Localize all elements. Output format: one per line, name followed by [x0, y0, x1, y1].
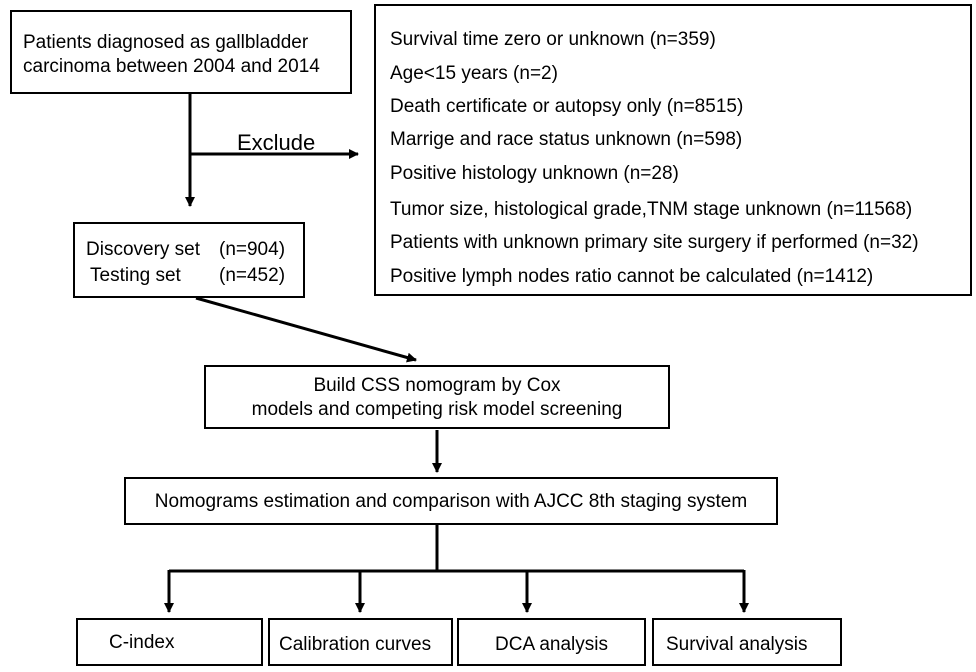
exclusion-item: Death certificate or autopsy only (n=851…: [390, 96, 744, 117]
connector-sets-to-build: [195, 296, 417, 363]
outcome-calibration-box: Calibration curves: [268, 618, 453, 666]
patients-line1: Patients diagnosed as gallbladder: [23, 32, 309, 53]
exclusion-item: Patients with unknown primary site surge…: [390, 232, 919, 253]
build-line1: Build CSS nomogram by Cox: [313, 375, 561, 396]
estimation-box: Nomograms estimation and comparison with…: [124, 477, 778, 525]
outcome-dca-box: DCA analysis: [457, 618, 646, 666]
estimation-text: Nomograms estimation and comparison with…: [154, 491, 748, 512]
outcome-c-index-box: C-index: [76, 618, 263, 666]
build-nomogram-box: Build CSS nomogram by Cox models and com…: [204, 365, 670, 429]
build-line2: models and competing risk model screenin…: [251, 399, 623, 420]
testing-count: (n=452): [219, 265, 286, 286]
outcome-c-index-label: C-index: [109, 632, 175, 653]
outcome-dca-label: DCA analysis: [495, 634, 608, 655]
patients-box: Patients diagnosed as gallbladder carcin…: [10, 10, 352, 94]
outcome-survival-label: Survival analysis: [666, 634, 808, 655]
outcome-calibration-label: Calibration curves: [279, 634, 432, 655]
discovery-label: Discovery set: [86, 239, 201, 260]
outcome-survival-box: Survival analysis: [652, 618, 842, 666]
sets-box: Discovery set (n=904) Testing set (n=452…: [73, 222, 305, 298]
exclusion-item: Marrige and race status unknown (n=598): [390, 129, 743, 150]
patients-line2: carcinoma between 2004 and 2014: [23, 56, 320, 77]
exclusion-item: Positive histology unknown (n=28): [390, 163, 679, 184]
exclusion-item: Age<15 years (n=2): [390, 63, 558, 84]
exclusion-item: Survival time zero or unknown (n=359): [390, 29, 716, 50]
exclusion-item: Tumor size, histological grade,TNM stage…: [390, 199, 913, 220]
exclude-label: Exclude: [237, 130, 316, 155]
exclusions-box: Survival time zero or unknown (n=359) Ag…: [374, 4, 972, 296]
discovery-count: (n=904): [219, 239, 286, 260]
testing-label: Testing set: [90, 265, 181, 286]
exclusion-item: Positive lymph nodes ratio cannot be cal…: [390, 266, 874, 287]
